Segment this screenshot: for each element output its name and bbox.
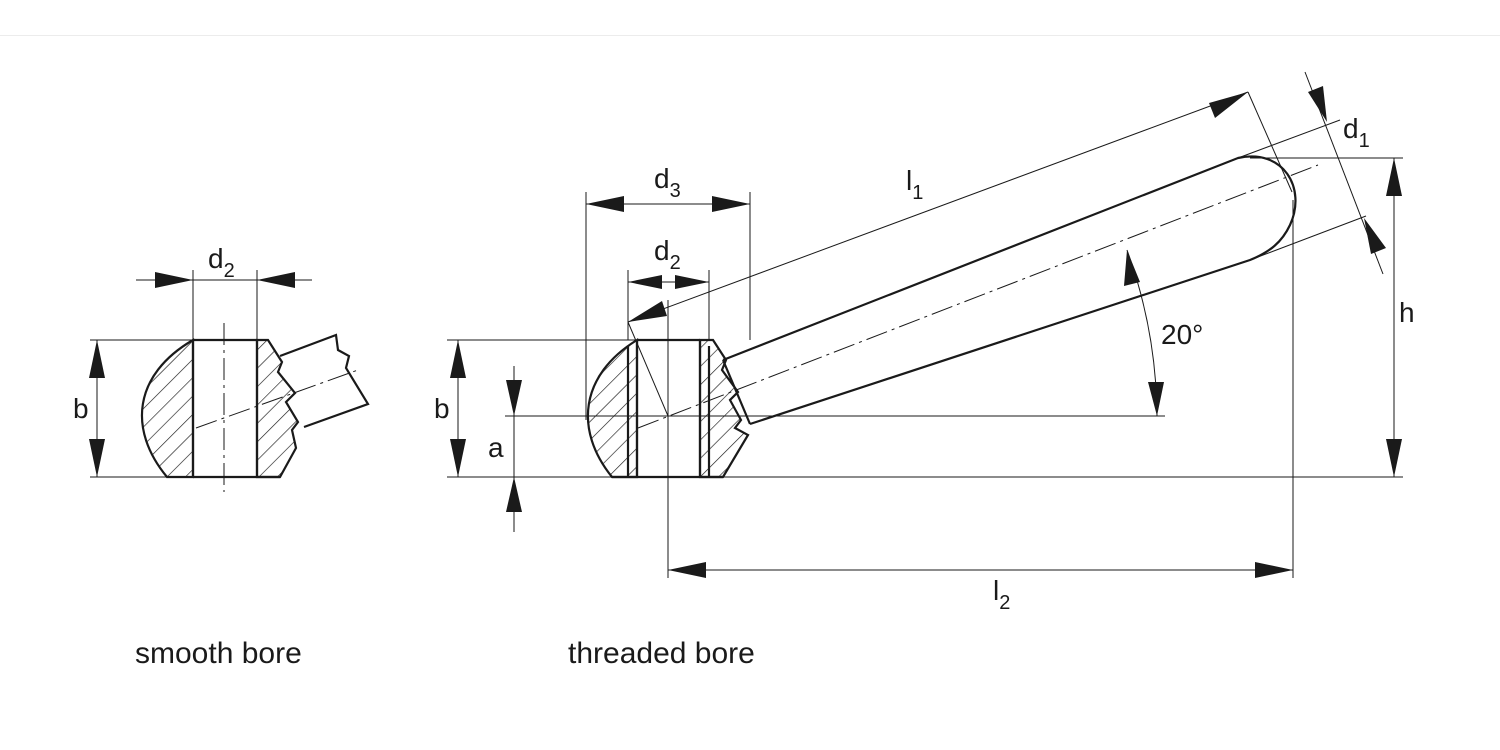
- right-ball-section-left: [586, 338, 639, 479]
- top-divider: [0, 35, 1500, 36]
- left-ball-section-right: [255, 338, 300, 479]
- label-b-right: b: [434, 393, 450, 424]
- label-b-left: b: [73, 393, 89, 424]
- label-d3: d3: [654, 163, 681, 202]
- label-h: h: [1399, 297, 1415, 328]
- lever-stub: [279, 333, 370, 429]
- caption-smooth-bore: smooth bore: [135, 637, 302, 670]
- label-a: a: [488, 432, 504, 463]
- lever-body: [722, 155, 1297, 426]
- threaded-bore-view: [447, 71, 1403, 578]
- smooth-bore-view: [89, 270, 370, 492]
- label-d2-right: d2: [654, 235, 681, 274]
- caption-threaded-bore: threaded bore: [568, 637, 755, 670]
- label-d2-left: d2: [208, 243, 235, 282]
- label-l1: l1: [906, 165, 923, 204]
- left-ball-section-left: [140, 338, 195, 479]
- label-angle: 20°: [1161, 319, 1203, 350]
- label-l2: l2: [993, 575, 1010, 614]
- label-d1: d1: [1343, 113, 1370, 152]
